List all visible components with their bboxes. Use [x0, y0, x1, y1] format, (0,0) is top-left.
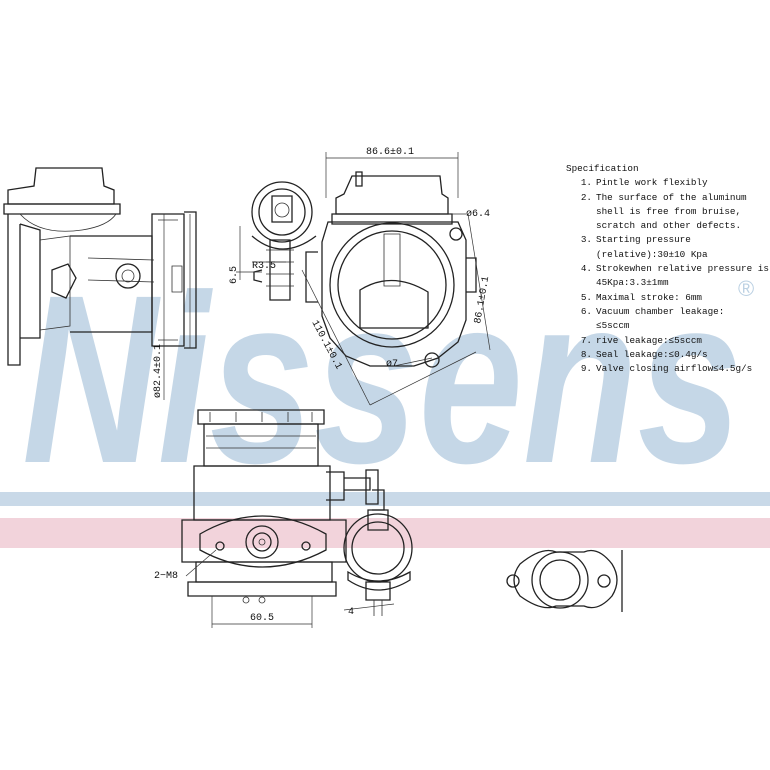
spec-item-line: 7. rive leakage:≤5sccm: [566, 334, 770, 348]
specification-list: 1. Pintle work flexibly 2. The surface of t…: [566, 176, 770, 376]
spec-item-number: 6.: [580, 305, 592, 317]
spec-item-text: Maximal stroke: 6mm: [596, 291, 703, 303]
spec-item-number: 8.: [580, 348, 592, 360]
front-view: [236, 152, 491, 406]
spec-item-number: 5.: [580, 291, 592, 303]
spec-item-line: 1. Pintle work flexibly: [566, 176, 770, 190]
spec-item-line: 8. Seal leakage:≤0.4g/s: [566, 348, 770, 362]
brand-watermark: Nissens: [22, 245, 742, 513]
spec-item-line: 6. Vacuum chamber leakage:: [566, 305, 770, 319]
spec-item-line: 3. Starting pressure: [566, 233, 770, 247]
bolt-thread-dim: 2−M8: [154, 571, 178, 582]
small-label-dim: 4: [348, 607, 354, 618]
bottom-view: [181, 409, 413, 628]
spec-item-text: 45Kpa:3.3±1mm: [596, 277, 669, 289]
spec-item-line: 2. The surface of the aluminum: [566, 191, 770, 205]
spec-item-line: scratch and other defects.: [566, 219, 770, 233]
bottom-hole-dim: ø7: [386, 359, 398, 370]
spec-item-text: Pintle work flexibly: [596, 177, 708, 189]
spec-item-text: shell is free from bruise,: [596, 205, 742, 217]
spec-item-text: scratch and other defects.: [596, 220, 742, 232]
specification-panel: Specification 1. Pintle work flexibly 2. Th…: [566, 162, 770, 376]
spec-item-line: (relative):30±10 Kpa: [566, 248, 770, 262]
blue-band: [0, 492, 770, 506]
spec-item-number: 7.: [580, 334, 592, 346]
spec-item-line: ≤5sccm: [566, 319, 770, 333]
spec-item-line: 5. Maximal stroke: 6mm: [566, 291, 770, 305]
side-view: [3, 167, 197, 366]
specification-title: Specification: [566, 163, 639, 174]
spec-item-text: rive leakage:≤5sccm: [596, 334, 703, 346]
spec-item-number: 1.: [580, 177, 592, 189]
spec-item-number: 9.: [580, 363, 592, 375]
registered-mark: ®: [738, 276, 754, 301]
small-height-dim: 6.5: [229, 266, 240, 284]
side-diameter-dim: ø82.4±0.1: [153, 344, 164, 398]
spec-item-number: 4.: [580, 263, 592, 275]
spec-item-text: The surface of the aluminum: [596, 191, 747, 203]
spec-item-number: 3.: [580, 234, 592, 246]
spec-item-text: (relative):30±10 Kpa: [596, 248, 708, 260]
spec-item-text: Valve closing airflow≤4.5g/s: [596, 363, 753, 375]
spec-item-text: Starting pressure: [596, 234, 691, 246]
spec-item-line: 4. Strokewhen relative pressure is: [566, 262, 770, 276]
top-hole-dim: ø6.4: [466, 209, 490, 220]
spec-item-line: shell is free from bruise,: [566, 205, 770, 219]
spec-item-text: Vacuum chamber leakage:: [596, 305, 725, 317]
spec-item-text: ≤5sccm: [596, 320, 630, 332]
spec-item-text: Seal leakage:≤0.4g/s: [596, 348, 708, 360]
spec-item-number: 2.: [580, 191, 592, 203]
spec-item-text: Strokewhen relative pressure is: [596, 263, 769, 275]
gasket-view: [506, 549, 623, 612]
bottom-width-dim: 60.5: [250, 613, 274, 624]
top-width-dim: 86.6±0.1: [366, 147, 414, 158]
spec-item-line: 9. Valve closing airflow≤4.5g/s: [566, 362, 770, 376]
radius-dim: R3.5: [252, 261, 276, 272]
spec-item-line: 45Kpa:3.3±1mm: [566, 276, 770, 290]
